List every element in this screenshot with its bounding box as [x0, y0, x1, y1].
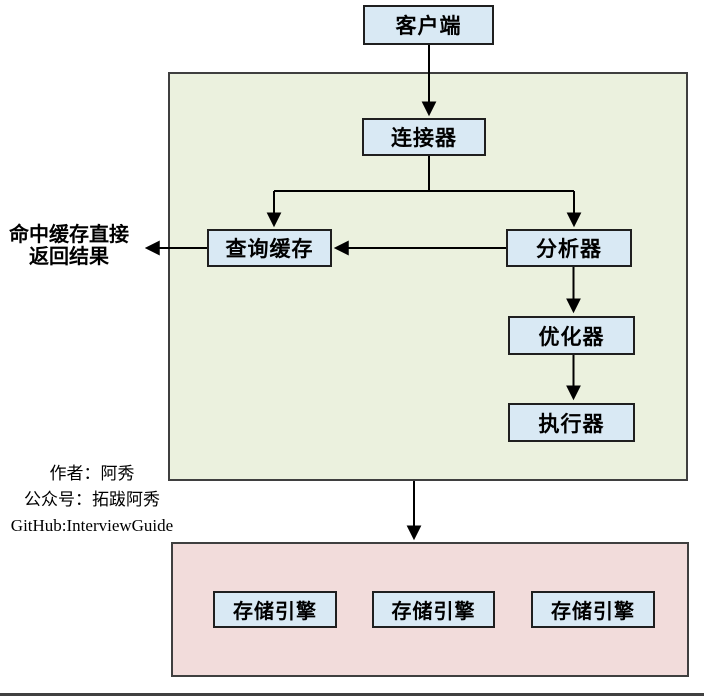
cache-hit-note-line1: 命中缓存直接 — [9, 224, 129, 246]
node-connector: 连接器 — [362, 118, 486, 156]
credits-note: 作者：阿秀 公众号：拓跋阿秀 GitHub:InterviewGuide — [0, 461, 184, 539]
node-analyzer: 分析器 — [506, 229, 632, 267]
node-query-cache: 查询缓存 — [207, 229, 332, 267]
credits-wechat: 公众号：拓跋阿秀 — [24, 490, 160, 509]
node-client: 客户端 — [363, 5, 494, 45]
node-storage-engine-2: 存储引擎 — [372, 591, 495, 628]
cache-hit-note-line2: 返回结果 — [29, 246, 109, 268]
node-executor: 执行器 — [508, 403, 635, 442]
credits-author: 作者：阿秀 — [49, 464, 135, 483]
node-storage-engine-1: 存储引擎 — [213, 591, 337, 628]
bottom-divider — [0, 693, 704, 696]
credits-github: GitHub:InterviewGuide — [10, 516, 174, 535]
node-optimizer: 优化器 — [508, 316, 635, 355]
node-storage-engine-3: 存储引擎 — [531, 591, 655, 628]
cache-hit-note: 命中缓存直接 返回结果 — [2, 224, 136, 268]
